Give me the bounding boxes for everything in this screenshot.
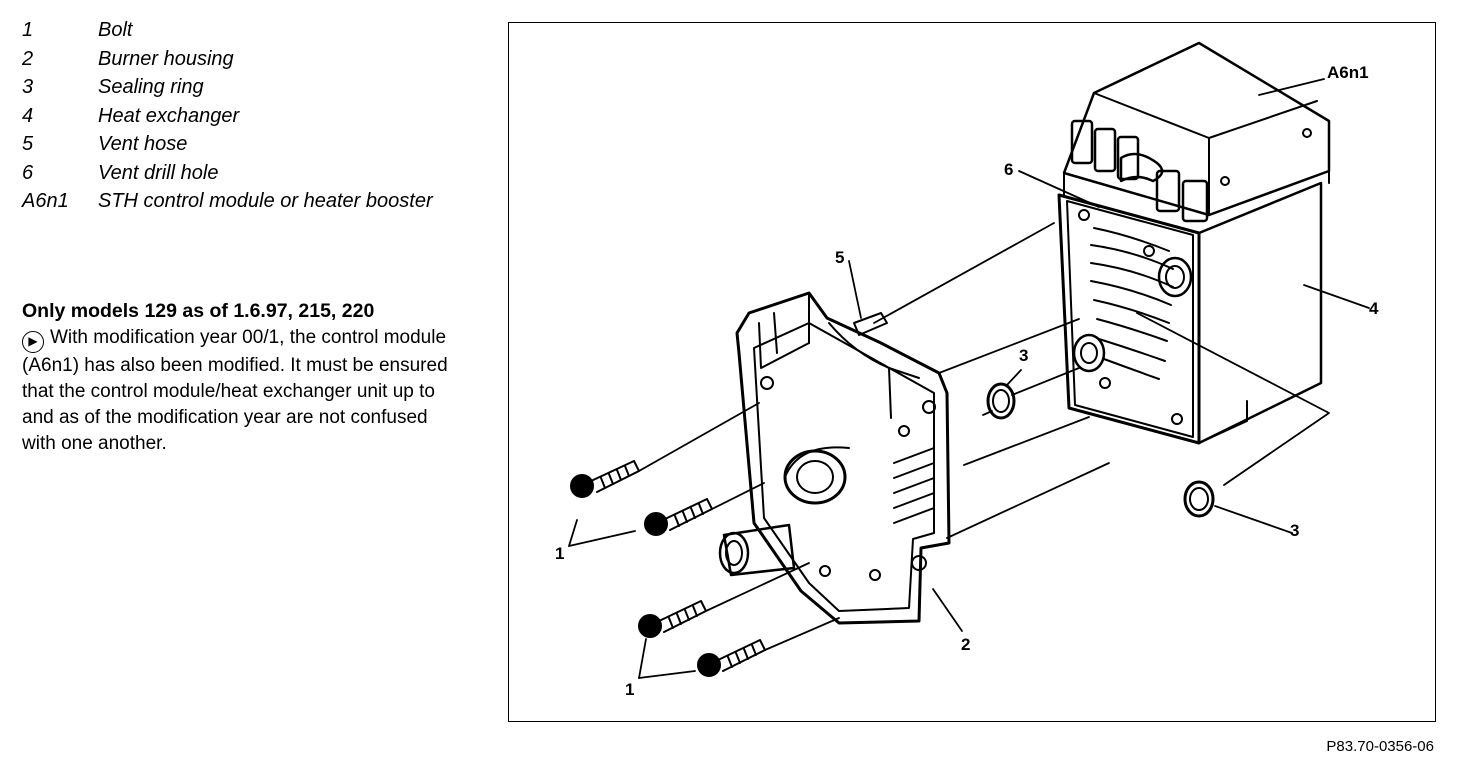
model-note: Only models 129 as of 1.6.97, 215, 220 ▶… <box>22 298 462 457</box>
legend-item: 4 Heat exchanger <box>22 102 462 131</box>
bolt-drawing <box>644 498 713 536</box>
legend-item: 6 Vent drill hole <box>22 159 462 188</box>
legend-item: 3 Sealing ring <box>22 73 462 102</box>
callout-vent-hose: 5 <box>835 248 844 267</box>
exploded-view-drawing: 1 1 2 3 3 4 5 6 A6n1 <box>555 41 1379 699</box>
legend-key: 5 <box>22 133 34 155</box>
legend-text: Vent hose <box>98 133 188 155</box>
info-arrow-icon: ▶ <box>22 331 44 353</box>
heat-exchanger-drawing <box>1057 41 1331 445</box>
callout-vent-drill-hole: 6 <box>1004 160 1013 179</box>
legend-key: 2 <box>22 47 34 70</box>
legend-text: Sealing ring <box>98 76 204 98</box>
legend-text: STH control module or heater booster <box>98 190 433 212</box>
callout-control-module: A6n1 <box>1327 63 1369 82</box>
note-body-block: ▶With modification year 00/1, the contro… <box>22 325 462 457</box>
callout-bolt: 1 <box>555 544 564 563</box>
burner-housing-drawing <box>718 291 951 625</box>
sealing-ring-drawing <box>986 382 1016 420</box>
callout-burner-housing: 2 <box>961 635 970 654</box>
legend-list: 1 Bolt 2 Burner housing 3 Sealing ring 4… <box>22 16 462 216</box>
note-body-text: With modification year 00/1, the control… <box>22 327 448 454</box>
legend-key: 6 <box>22 161 34 184</box>
legend-item: 2 Burner housing <box>22 45 462 74</box>
callout-bolt: 1 <box>625 680 634 699</box>
legend-text: Bolt <box>98 19 133 41</box>
legend-item: A6n1 STH control module or heater booste… <box>22 187 462 216</box>
alignment-lines <box>638 222 1330 651</box>
legend-text: Heat exchanger <box>98 104 240 127</box>
bolt-drawing <box>638 600 707 638</box>
legend-item: 5 Vent hose <box>22 130 462 159</box>
figure-reference: P83.70-0356-06 <box>1326 738 1434 755</box>
callout-heat-exchanger: 4 <box>1369 299 1379 318</box>
exploded-view-figure: 1 1 2 3 3 4 5 6 A6n1 <box>508 22 1436 722</box>
legend-text: Vent drill hole <box>98 161 219 184</box>
bolt-drawing <box>697 639 766 677</box>
legend-key: 4 <box>22 104 34 127</box>
legend-text: Burner housing <box>98 47 234 70</box>
sealing-ring-drawing <box>1183 480 1215 518</box>
callout-leaders <box>568 78 1370 679</box>
callout-sealing-ring: 3 <box>1019 346 1028 365</box>
note-heading: Only models 129 as of 1.6.97, 215, 220 <box>22 300 375 322</box>
legend-key: 1 <box>22 19 34 41</box>
legend-key: A6n1 <box>22 190 69 212</box>
bolt-drawing <box>570 460 640 498</box>
callout-sealing-ring: 3 <box>1290 521 1299 540</box>
legend-item: 1 Bolt <box>22 16 462 45</box>
legend-key: 3 <box>22 76 34 98</box>
